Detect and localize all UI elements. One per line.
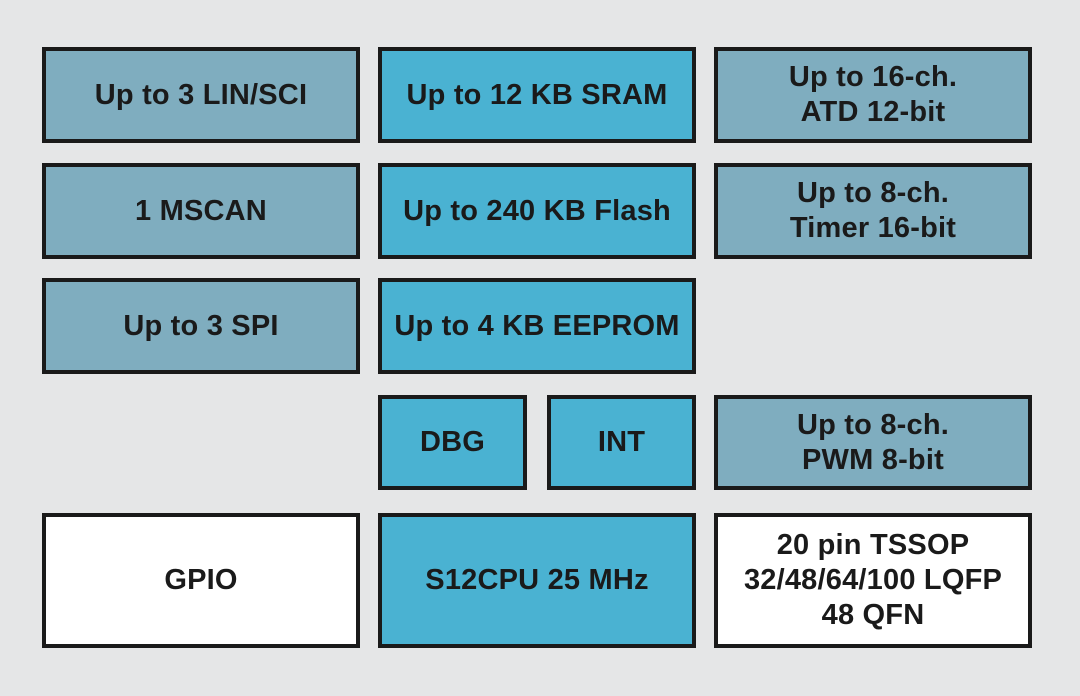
- block-package-label-line3: 48 QFN: [821, 599, 925, 631]
- block-atd-label-line1: Up to 16-ch.: [788, 61, 958, 93]
- block-sram: Up to 12 KB SRAM: [378, 47, 696, 143]
- block-lin-sci-label: Up to 3 LIN/SCI: [94, 78, 308, 111]
- block-mscan: 1 MSCAN: [42, 163, 360, 259]
- block-pwm: Up to 8-ch. PWM 8-bit: [714, 395, 1032, 490]
- block-pwm-label-line2: PWM 8-bit: [802, 443, 944, 476]
- block-timer-label-line2: Timer 16-bit: [789, 212, 957, 244]
- block-pwm-label-line1: Up to 8-ch.: [796, 408, 950, 441]
- block-gpio-label: GPIO: [164, 564, 238, 596]
- block-atd: Up to 16-ch. ATD 12-bit: [714, 47, 1032, 143]
- block-mscan-label: 1 MSCAN: [135, 194, 267, 227]
- block-eeprom: Up to 4 KB EEPROM: [378, 278, 696, 374]
- block-package-label-line1: 20 pin TSSOP: [776, 529, 970, 561]
- block-package-options: 20 pin TSSOP 32/48/64/100 LQFP 48 QFN: [714, 513, 1032, 648]
- block-cpu: S12CPU 25 MHz: [378, 513, 696, 648]
- block-eeprom-label: Up to 4 KB EEPROM: [394, 309, 680, 342]
- block-flash: Up to 240 KB Flash: [378, 163, 696, 259]
- block-int-label: INT: [597, 426, 646, 458]
- block-timer: Up to 8-ch. Timer 16-bit: [714, 163, 1032, 259]
- block-dbg: DBG: [378, 395, 527, 490]
- block-cpu-label: S12CPU 25 MHz: [425, 564, 649, 596]
- block-lin-sci: Up to 3 LIN/SCI: [42, 47, 360, 143]
- block-flash-label: Up to 240 KB Flash: [403, 194, 671, 227]
- block-spi: Up to 3 SPI: [42, 278, 360, 374]
- block-timer-label-line1: Up to 8-ch.: [796, 177, 950, 209]
- block-package-label-line2: 32/48/64/100 LQFP: [743, 564, 1003, 596]
- block-sram-label: Up to 12 KB SRAM: [406, 78, 668, 111]
- block-atd-label-line2: ATD 12-bit: [800, 96, 946, 128]
- block-gpio: GPIO: [42, 513, 360, 648]
- block-spi-label: Up to 3 SPI: [123, 309, 279, 342]
- block-dbg-label: DBG: [419, 426, 486, 458]
- block-int: INT: [547, 395, 696, 490]
